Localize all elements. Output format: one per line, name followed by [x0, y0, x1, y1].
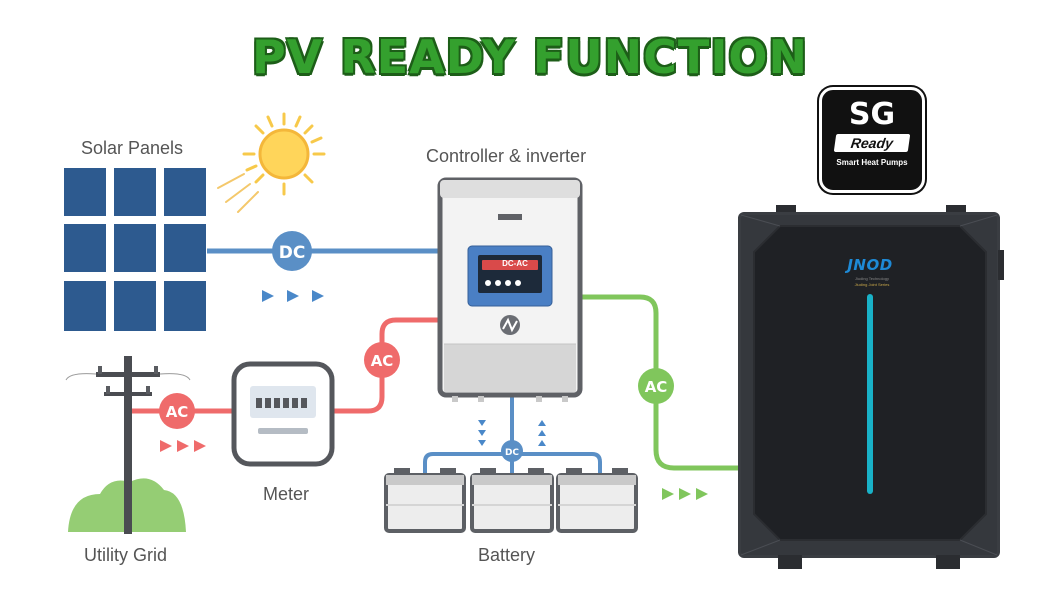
device-brand-logo: JNOD: [847, 256, 893, 274]
battery-flow-arrows: [478, 420, 546, 446]
utility-pole: [65, 356, 191, 534]
ac-flow-arrows-grid: [160, 440, 206, 452]
battery-label: Battery: [478, 545, 536, 565]
ac-badge-device: AC: [638, 368, 674, 404]
dc-badge: DC: [272, 231, 312, 271]
dc-line-battery-bus: [423, 396, 602, 475]
sg-badge-subtitle: Smart Heat Pumps: [836, 158, 908, 167]
sg-badge-ready: Ready: [833, 134, 911, 152]
ac-badge-grid: AC: [159, 393, 195, 429]
meter-label: Meter: [263, 484, 310, 504]
solar-panels-label: Solar Panels: [81, 138, 184, 158]
device-brand-subtitle: Jiuding Technology: [855, 276, 889, 281]
storage-device: [738, 205, 1004, 569]
utility-grid-label: Utility Grid: [84, 545, 168, 565]
sg-ready-badge: SG Ready Smart Heat Pumps: [819, 87, 925, 193]
ac-badge-meter-inverter: AC: [364, 342, 400, 378]
svg-text:AC: AC: [645, 378, 668, 396]
controller-label: Controller & inverter: [426, 146, 587, 166]
page-title: PV READY FUNCTION: [251, 30, 809, 84]
svg-text:AC: AC: [371, 352, 394, 370]
inverter: [437, 177, 583, 402]
sg-badge-title: SG: [848, 97, 896, 132]
battery-bank: [384, 468, 638, 533]
dc-badge-battery: DC: [501, 440, 523, 462]
svg-text:DC: DC: [505, 448, 519, 458]
sun-icon: [217, 112, 326, 213]
inverter-display-label: DC-AC: [502, 259, 528, 268]
solar-panels: [64, 168, 206, 331]
meter-icon: [231, 361, 335, 467]
svg-text:DC: DC: [279, 243, 306, 263]
svg-text:AC: AC: [166, 403, 189, 421]
device-brand-series: Jiuding Joint Series: [854, 282, 890, 287]
dc-flow-arrows: [262, 290, 324, 302]
ac-flow-arrows-device: [662, 488, 708, 500]
